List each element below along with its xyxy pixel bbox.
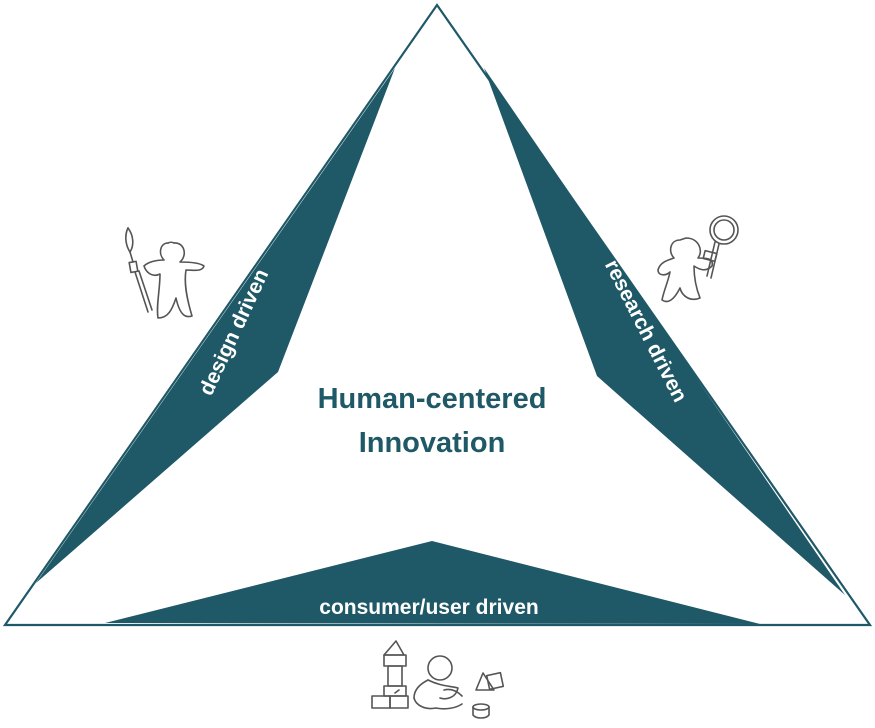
researcher-with-magnifier-icon bbox=[657, 215, 739, 303]
consumer-user-driven-label: consumer/user driven bbox=[319, 596, 538, 619]
center-title-line-2: Innovation bbox=[359, 427, 506, 459]
artist-with-paintbrush-icon bbox=[125, 227, 205, 319]
consumer-user-driven-band bbox=[105, 541, 760, 624]
child-with-blocks-icon bbox=[371, 640, 505, 719]
triangle-outline bbox=[2, 3, 873, 627]
design-driven-band bbox=[36, 68, 395, 583]
center-title-line-1: Human-centered bbox=[318, 383, 547, 415]
